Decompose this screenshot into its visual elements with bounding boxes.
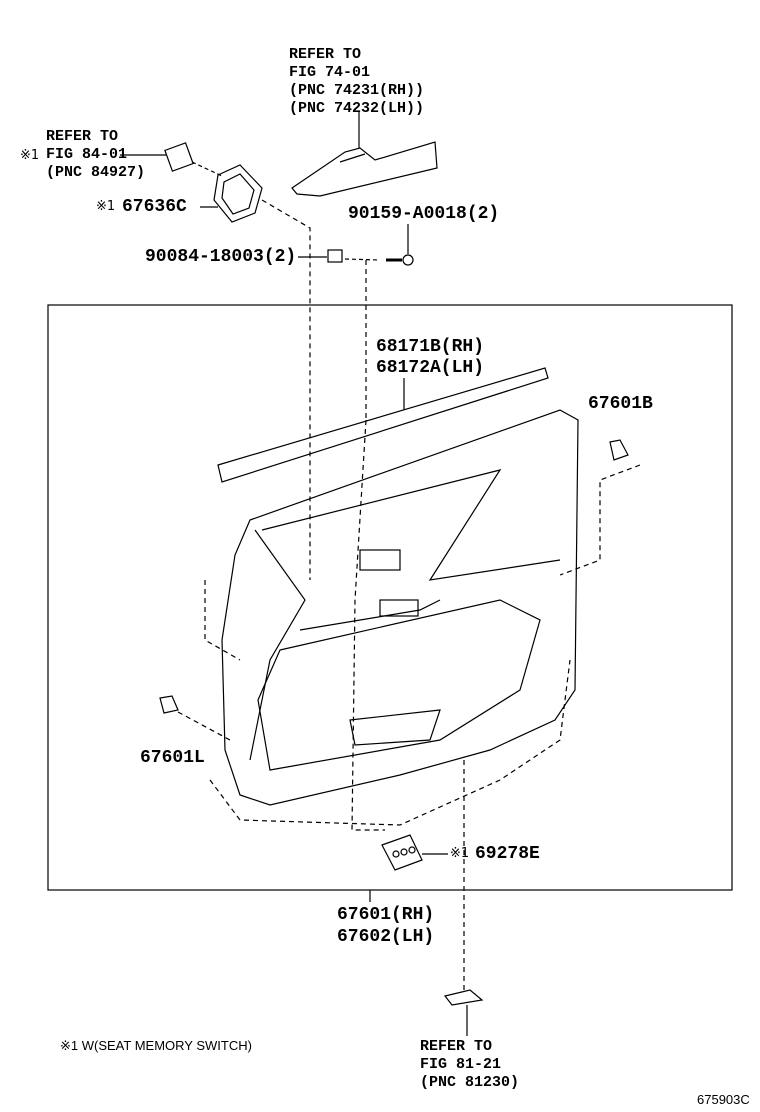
inside-handle-part: [443, 760, 484, 1036]
switch-part: [120, 142, 223, 177]
part-68172A[interactable]: 68172A(LH): [376, 358, 485, 378]
note-mark: ※1: [450, 846, 470, 861]
part-67601-rh[interactable]: 67601(RH): [337, 905, 435, 925]
ref-line: REFER TO: [289, 46, 362, 63]
ref-line: (PNC 84927): [46, 164, 146, 181]
part-67601L[interactable]: 67601L: [140, 748, 205, 768]
ref-line: REFER TO: [420, 1038, 493, 1055]
ref-line: FIG 81-21: [420, 1056, 502, 1073]
memory-switch-cover-part: [381, 834, 448, 871]
part-67636C[interactable]: 67636C: [122, 197, 187, 217]
bezel-part: [200, 164, 311, 580]
part-90159-A0018[interactable]: 90159-A0018(2): [348, 204, 500, 224]
part-69278E[interactable]: 69278E: [475, 844, 540, 864]
ref-line: REFER TO: [46, 128, 119, 145]
ref-line: (PNC 81230): [420, 1074, 520, 1091]
clip-parts: [159, 439, 641, 902]
part-68171B[interactable]: 68171B(RH): [376, 337, 485, 357]
fastener-parts: [298, 224, 414, 831]
ref-line: FIG 74-01: [289, 64, 371, 81]
panel-frame: [47, 304, 733, 891]
figure-id: 675903C: [697, 1092, 750, 1107]
weatherstrip-part: [217, 367, 549, 483]
part-67602-lh[interactable]: 67602(LH): [337, 927, 435, 947]
note-mark: ※1: [20, 148, 40, 163]
door-trim-panel: [221, 409, 579, 806]
part-67601B[interactable]: 67601B: [588, 394, 653, 414]
ref-line: FIG 84-01: [46, 146, 128, 163]
armrest-base-part: [291, 112, 438, 197]
footnote: ※1 W(SEAT MEMORY SWITCH): [60, 1038, 252, 1053]
note-mark: ※1: [96, 199, 116, 214]
part-90084-18003[interactable]: 90084-18003(2): [145, 247, 297, 267]
ref-line: (PNC 74231(RH)): [289, 82, 425, 99]
ref-line: (PNC 74232(LH)): [289, 100, 425, 117]
